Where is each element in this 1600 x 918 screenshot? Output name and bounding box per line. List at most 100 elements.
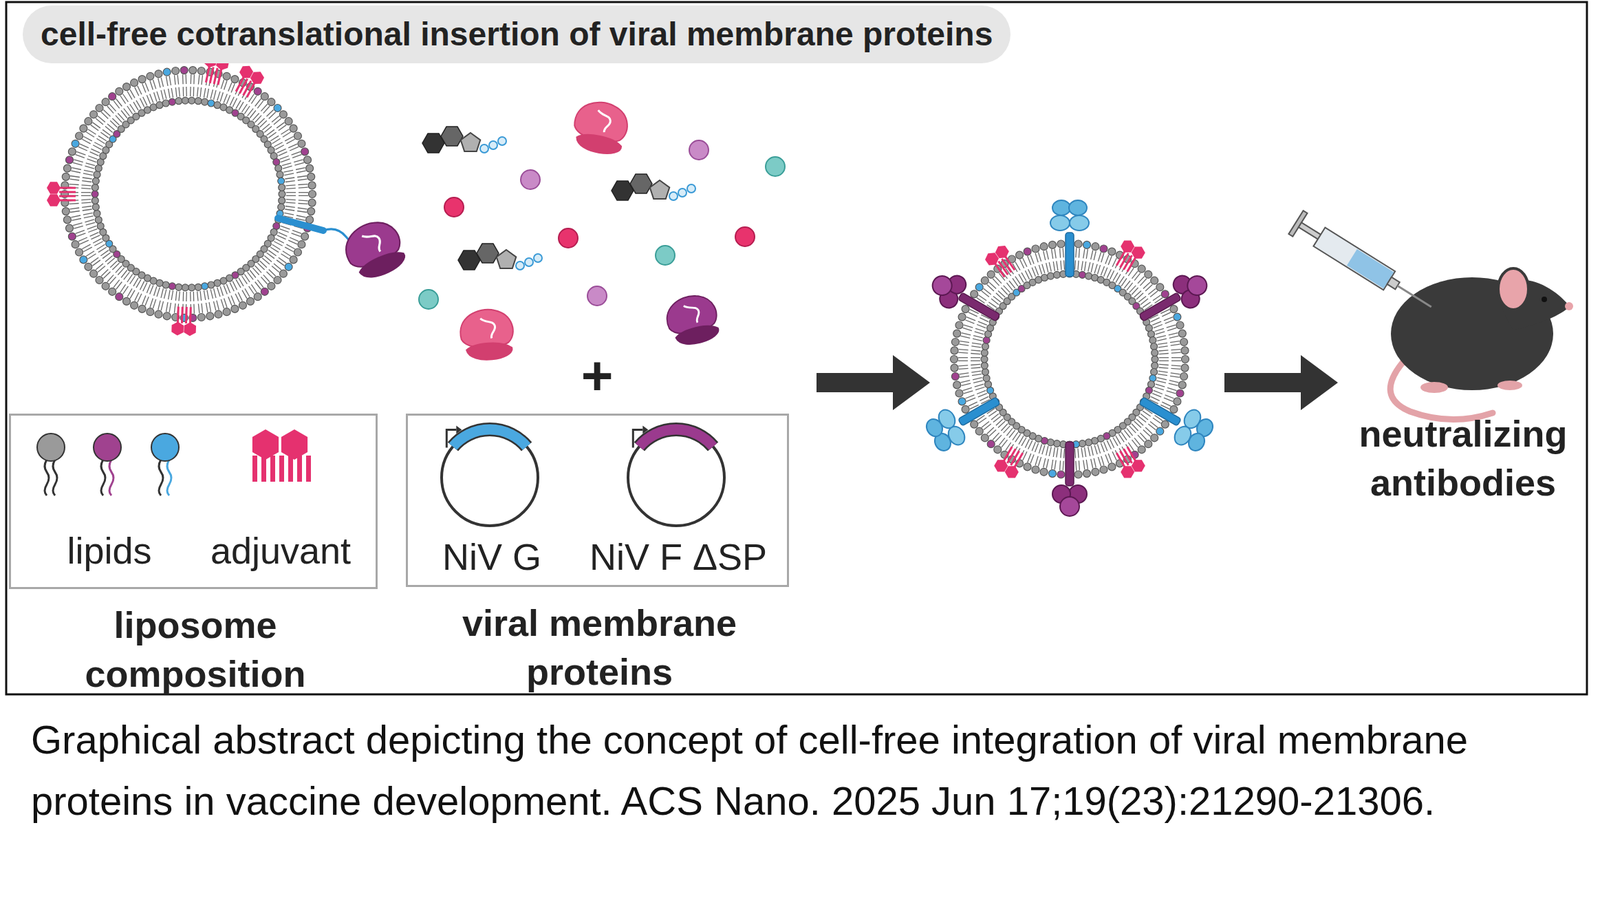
lipid-tail bbox=[175, 87, 177, 97]
mouse-foot bbox=[1497, 380, 1523, 391]
lipid-head bbox=[1079, 271, 1087, 278]
lipid-tail bbox=[107, 123, 115, 131]
lipid-tail bbox=[105, 255, 113, 263]
lipid-head bbox=[1151, 355, 1159, 363]
process-arrow bbox=[1224, 354, 1338, 410]
lipid-tail bbox=[1106, 268, 1111, 278]
lipid-tail bbox=[1170, 341, 1180, 343]
lipid-tail bbox=[960, 335, 971, 338]
lipid-tail bbox=[79, 143, 89, 148]
lipid-tail bbox=[1097, 456, 1101, 466]
lipid-tail bbox=[1049, 446, 1052, 457]
lipid-tail bbox=[1171, 360, 1182, 362]
lipid-head bbox=[260, 287, 269, 296]
lipid-tail bbox=[197, 291, 199, 302]
adjuvant-molecule bbox=[46, 181, 76, 206]
lipid-tail bbox=[145, 82, 149, 92]
item-label: lipids bbox=[33, 526, 186, 574]
lipid-head bbox=[304, 156, 312, 164]
lipid-head bbox=[284, 262, 293, 271]
lipid-tail bbox=[297, 178, 308, 181]
lipid-tail bbox=[958, 352, 968, 353]
lipid-tail bbox=[961, 383, 972, 386]
lipid-tail bbox=[90, 257, 99, 263]
lipid-head bbox=[90, 269, 98, 278]
lipid-tail bbox=[116, 99, 123, 107]
lipid-head bbox=[1049, 240, 1057, 249]
lipid-tail bbox=[268, 112, 276, 120]
lipid-tail bbox=[84, 165, 94, 169]
lipid-tail bbox=[149, 285, 154, 295]
lipid-tail bbox=[213, 301, 216, 311]
adjuvant-head bbox=[46, 193, 61, 206]
lipid-head bbox=[1150, 434, 1159, 442]
adjuvant-tail bbox=[185, 306, 188, 324]
lipid-tail bbox=[182, 74, 184, 84]
lipid-tail bbox=[279, 229, 289, 233]
lipid-tail bbox=[255, 282, 262, 290]
lipid-head bbox=[276, 171, 284, 179]
lipid-head bbox=[293, 132, 302, 140]
lipid-tail bbox=[1078, 460, 1080, 470]
title-text: cell-free cotranslational insertion of v… bbox=[22, 5, 1011, 64]
lipid-tail bbox=[272, 138, 281, 144]
lipid-head bbox=[307, 207, 316, 216]
protein-domain bbox=[1068, 200, 1087, 216]
lipid-head bbox=[987, 440, 995, 448]
amino-acid-dot bbox=[689, 140, 709, 160]
lipid-tail bbox=[156, 287, 160, 297]
lipid-tail bbox=[260, 120, 267, 128]
lipid-tail bbox=[976, 324, 986, 329]
lipid-icon-head bbox=[151, 433, 179, 461]
lipid-head bbox=[1150, 343, 1158, 351]
ribosome-small-subunit bbox=[674, 321, 721, 349]
lipid-tail bbox=[1143, 429, 1151, 437]
adjuvant-tail bbox=[59, 187, 76, 190]
lipid-tail bbox=[297, 211, 307, 213]
lipid-tail bbox=[182, 291, 185, 302]
lipid-tail bbox=[1131, 287, 1139, 295]
lipid-head bbox=[1181, 346, 1189, 355]
lipid-tail bbox=[71, 167, 82, 170]
sugar-ring bbox=[650, 180, 670, 199]
lipid-tail bbox=[152, 79, 156, 89]
lipid-tail bbox=[1115, 273, 1121, 283]
lipid-tail bbox=[81, 187, 91, 189]
lipid-tail bbox=[115, 265, 122, 273]
lipid-tail bbox=[81, 185, 92, 186]
lipid-tail bbox=[970, 353, 981, 355]
lipid-tail bbox=[1166, 390, 1176, 394]
gene-insert bbox=[639, 429, 713, 447]
lipid-tail bbox=[160, 77, 164, 88]
lipid-tail bbox=[289, 146, 299, 151]
composition-box: lipidsadjuvantliposome composition bbox=[8, 413, 378, 589]
lipid-head bbox=[289, 255, 298, 264]
lipid-tail bbox=[959, 372, 970, 375]
adjuvant-head bbox=[171, 321, 184, 336]
lipid-tail bbox=[83, 169, 94, 172]
lipid-tail bbox=[1028, 440, 1033, 450]
lipid-tail bbox=[1104, 267, 1108, 277]
lipid-tail bbox=[71, 218, 82, 221]
plasmid-ring bbox=[441, 429, 538, 526]
lipid-tail bbox=[1153, 390, 1163, 394]
lipid-tail bbox=[85, 163, 95, 166]
adjuvant-tail bbox=[218, 68, 222, 85]
lipid-tail bbox=[140, 281, 145, 291]
lipid-tail bbox=[1015, 262, 1021, 271]
adjuvant-tail bbox=[1116, 452, 1125, 468]
outer-border bbox=[6, 2, 1587, 695]
lipid-tail bbox=[989, 282, 997, 289]
lipid-tail bbox=[968, 312, 978, 317]
lipid-tail bbox=[97, 115, 106, 122]
lipid-tail bbox=[1170, 372, 1181, 375]
transmembrane-helix bbox=[1139, 396, 1182, 426]
lipid-tail bbox=[279, 156, 289, 160]
lipid-tail bbox=[72, 162, 83, 166]
lipid-tail bbox=[1020, 259, 1025, 269]
lipid-tail bbox=[275, 145, 285, 150]
lipid-head bbox=[1083, 469, 1091, 478]
lipid-tail bbox=[137, 85, 142, 95]
lipid-head bbox=[222, 308, 231, 316]
lipid-head bbox=[130, 79, 139, 87]
